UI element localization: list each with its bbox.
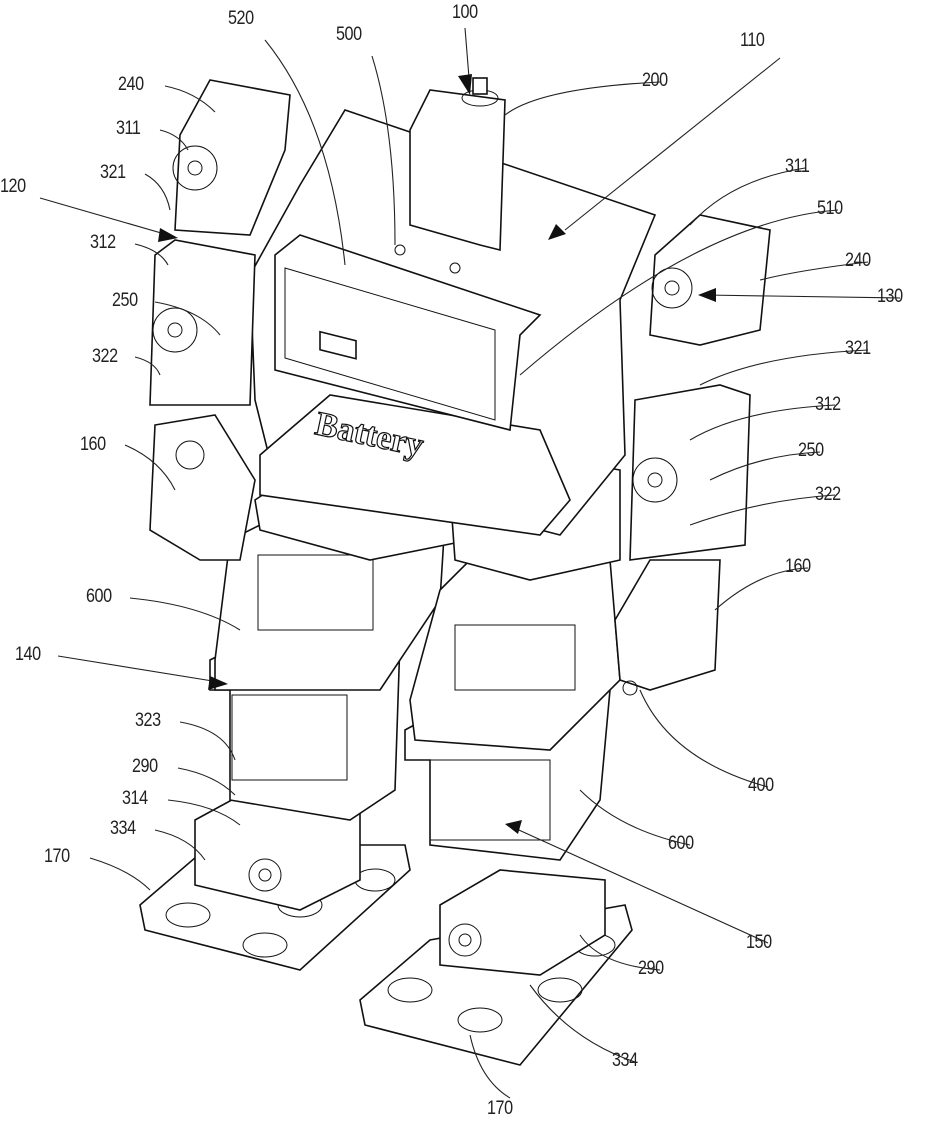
reference-numeral: 334 — [110, 818, 136, 840]
reference-numeral: 170 — [44, 846, 70, 868]
reference-numeral: 170 — [487, 1098, 513, 1120]
reference-numeral: 160 — [785, 556, 811, 578]
right-hand — [615, 560, 720, 690]
reference-numeral: 200 — [642, 70, 668, 92]
reference-numeral: 240 — [845, 250, 871, 272]
reference-numeral: 160 — [80, 434, 106, 456]
reference-numeral: 100 — [452, 2, 478, 24]
reference-numeral: 150 — [746, 932, 772, 954]
reference-numeral: 140 — [15, 644, 41, 666]
reference-numeral: 600 — [668, 833, 694, 855]
reference-numeral: 130 — [877, 286, 903, 308]
reference-numeral: 250 — [798, 440, 824, 462]
reference-numeral: 334 — [612, 1050, 638, 1072]
left-shoulder-servo — [175, 80, 290, 235]
reference-numeral: 400 — [748, 775, 774, 797]
reference-numeral: 510 — [817, 198, 843, 220]
head-servo — [410, 90, 505, 250]
left-upper-arm — [150, 240, 255, 405]
right-shoulder-servo — [650, 215, 770, 345]
right-upper-arm — [630, 385, 750, 560]
reference-numeral: 240 — [118, 74, 144, 96]
reference-numeral: 322 — [815, 484, 841, 506]
reference-numeral: 323 — [135, 710, 161, 732]
reference-numeral: 290 — [132, 756, 158, 778]
reference-numeral: 322 — [92, 346, 118, 368]
reference-numeral: 120 — [0, 176, 26, 198]
reference-numeral: 311 — [116, 118, 140, 140]
reference-numeral: 290 — [638, 958, 664, 980]
reference-numeral: 600 — [86, 586, 112, 608]
reference-numeral: 500 — [336, 24, 362, 46]
reference-numeral: 314 — [122, 788, 148, 810]
reference-numeral: 520 — [228, 8, 254, 30]
reference-numeral: 321 — [845, 338, 871, 360]
reference-numeral: 250 — [112, 290, 138, 312]
reference-numeral: 312 — [815, 394, 841, 416]
reference-numeral: 312 — [90, 232, 116, 254]
reference-numeral: 110 — [740, 30, 764, 52]
left-hand — [150, 415, 255, 560]
reference-numeral: 311 — [785, 156, 809, 178]
reference-numeral: 321 — [100, 162, 126, 184]
